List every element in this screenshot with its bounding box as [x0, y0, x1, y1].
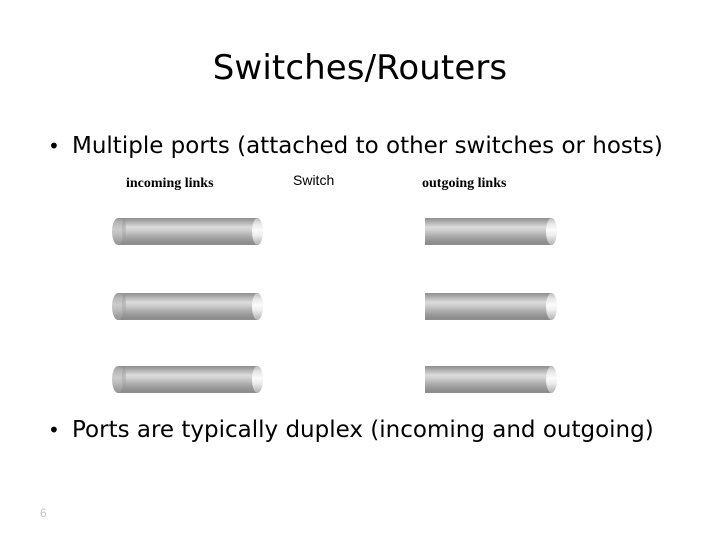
label-outgoing-links: outgoing links — [422, 176, 507, 191]
cylinder-cap-left-shade — [122, 294, 126, 319]
cylinder-body — [425, 218, 552, 245]
cylinder-body — [425, 293, 552, 320]
bullet-text-2: Ports are typically duplex (incoming and… — [72, 417, 654, 443]
bullet-item-1: • Multiple ports (attached to other swit… — [44, 132, 663, 160]
cylinder-cap-right — [252, 218, 263, 245]
cylinder-body — [118, 293, 258, 320]
page-number: 6 — [40, 506, 47, 520]
page-title: Switches/Routers — [212, 48, 508, 88]
cylinder-cap-right — [252, 293, 263, 320]
outgoing-link-cylinder-2 — [425, 293, 557, 320]
outgoing-link-cylinder-3 — [425, 366, 557, 393]
bullet-marker-icon: • — [48, 418, 60, 442]
cylinder-cap-right — [546, 293, 557, 320]
incoming-link-cylinder-3 — [112, 366, 263, 393]
cylinder-cap-right — [252, 366, 263, 393]
cylinder-body — [425, 366, 552, 393]
incoming-link-cylinder-1 — [112, 218, 263, 245]
cylinder-cap-right — [546, 366, 557, 393]
cylinder-body — [118, 218, 258, 245]
cylinder-cap-left-shade — [122, 367, 126, 392]
cylinder-cap-left — [112, 218, 124, 245]
bullet-marker-icon: • — [48, 134, 60, 158]
cylinder-body — [118, 366, 258, 393]
cylinder-cap-left-shade — [122, 219, 126, 244]
cylinder-cap-left — [112, 293, 124, 320]
cylinder-cap-left — [112, 366, 124, 393]
incoming-link-cylinder-2 — [112, 293, 263, 320]
bullet-item-2: • Ports are typically duplex (incoming a… — [44, 416, 654, 444]
label-switch: Switch — [293, 172, 335, 188]
bullet-text-1: Multiple ports (attached to other switch… — [72, 133, 663, 159]
outgoing-link-cylinder-1 — [425, 218, 557, 245]
label-incoming-links: incoming links — [126, 176, 214, 191]
cylinder-cap-right — [546, 218, 557, 245]
